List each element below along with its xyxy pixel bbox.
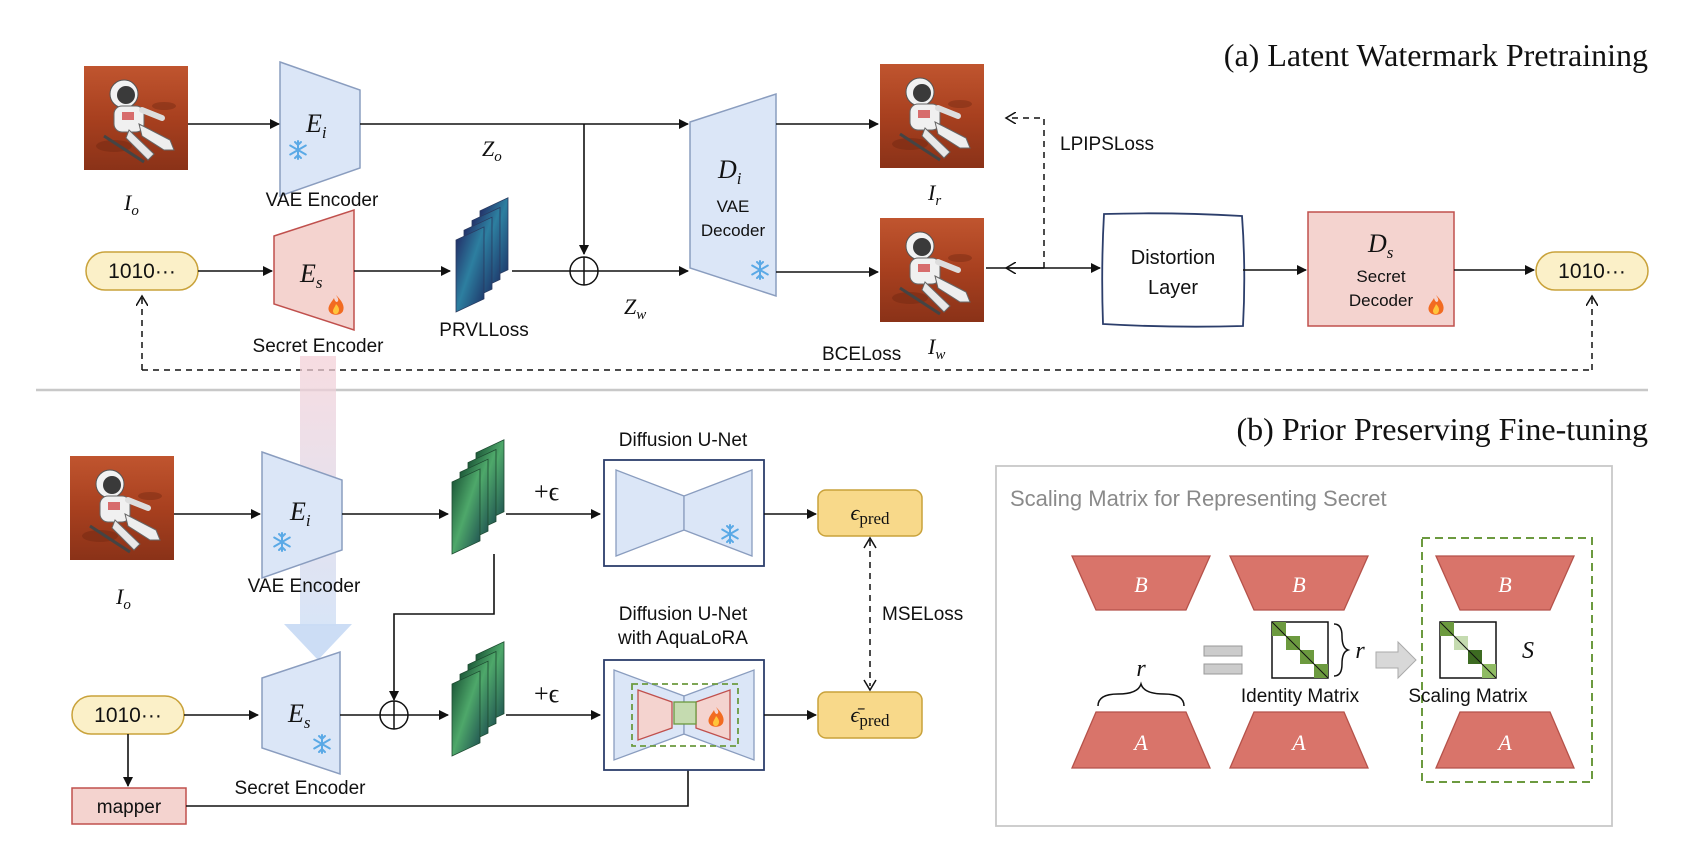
distortion-line1: Distortion <box>1131 247 1215 269</box>
scaling-title: Scaling Matrix for Representing Secret <box>1010 486 1387 511</box>
lora-a-matrix <box>1071 711 1211 769</box>
mapper-text: mapper <box>97 797 162 818</box>
lora-a-matrix-2 <box>1229 711 1369 769</box>
section-a-title: (a) Latent Watermark Pretraining <box>1224 37 1648 73</box>
unet-title: Diffusion U-Net <box>619 430 748 451</box>
xor-sum-icon <box>379 700 409 730</box>
lora-a-matrix-3 <box>1435 711 1575 769</box>
secret-output-a-text: 1010··· <box>1558 260 1626 283</box>
eps-pred-box <box>817 489 923 537</box>
vae-decoder <box>689 92 777 298</box>
lora-b-matrix-3 <box>1434 555 1576 611</box>
equals-icon <box>1203 645 1243 675</box>
a-label-1: A <box>1132 730 1148 755</box>
secret-encoder-a-caption: Secret Encoder <box>253 336 385 357</box>
vae-encoder-a-caption: VAE Encoder <box>266 190 379 211</box>
identity-matrix <box>1271 621 1329 679</box>
label-zo: Zo <box>482 136 502 165</box>
a-label-2: A <box>1290 730 1306 755</box>
secret-input-b-text: 1010··· <box>94 704 162 727</box>
distortion-layer <box>1101 212 1246 328</box>
vae-encoder-a <box>279 60 361 198</box>
vae-encoder-a-symbol: Ei <box>305 109 327 142</box>
secret-encoder-a-symbol: Es <box>299 259 323 292</box>
unet2-line2: with AquaLoRA <box>617 628 748 649</box>
identity-caption: Identity Matrix <box>1241 686 1360 707</box>
b-label-3: B <box>1498 572 1511 597</box>
feature-map-icon <box>451 641 505 757</box>
label-mse: MSELoss <box>882 604 963 625</box>
secret-decoder-line2: Decoder <box>1349 291 1414 310</box>
eps-pred-text: ϵpred <box>850 500 890 528</box>
lora-b-matrix <box>1070 555 1212 611</box>
b-label-1: B <box>1134 572 1147 597</box>
label-lpips: LPIPSLoss <box>1060 134 1154 155</box>
r-label-1: r <box>1136 656 1146 682</box>
b-label-2: B <box>1292 572 1305 597</box>
reconstructed-image <box>880 64 984 168</box>
vae-encoder-b-caption: VAE Encoder <box>248 576 361 597</box>
label-prvl: PRVLLoss <box>439 320 528 341</box>
label-bce: BCELoss <box>822 344 901 365</box>
feature-map-icon <box>451 439 505 555</box>
secret-decoder-line1: Secret <box>1356 267 1405 286</box>
label-zw: Zw <box>624 294 646 323</box>
lora-b-matrix-2 <box>1228 555 1370 611</box>
lora-region <box>631 683 739 747</box>
watermarked-image <box>880 218 984 322</box>
secret-decoder-symbol: Ds <box>1367 229 1394 262</box>
input-image-b <box>70 456 174 560</box>
vae-decoder-line1: VAE <box>717 197 750 216</box>
weight-transfer-arrowhead <box>284 624 352 660</box>
xor-sum-icon <box>569 256 599 286</box>
unet2-line1: Diffusion U-Net <box>619 604 748 625</box>
distortion-line2: Layer <box>1148 277 1198 299</box>
noise-label-1: +ϵ <box>534 477 559 506</box>
scaling-block <box>673 701 697 725</box>
label-io-a: Io <box>123 190 139 219</box>
noise-label-2: +ϵ <box>534 679 559 708</box>
label-ir: Ir <box>927 180 941 209</box>
secret-encoder-b-caption: Secret Encoder <box>235 778 367 799</box>
secret-encoder-b-symbol: Es <box>287 699 311 732</box>
secret-input-a-text: 1010··· <box>108 260 176 283</box>
secret-output-a <box>1535 251 1649 291</box>
gray-arrow-icon <box>1375 640 1417 680</box>
input-image-a <box>84 66 188 170</box>
label-io-b: Io <box>115 584 131 613</box>
s-label: S <box>1522 638 1534 664</box>
eps-bar-box <box>817 691 923 739</box>
feature-map-icon <box>455 197 509 313</box>
vae-encoder-b-symbol: Ei <box>289 497 311 530</box>
label-iw: Iw <box>927 334 945 363</box>
vae-decoder-symbol: Di <box>717 155 742 188</box>
vae-decoder-line2: Decoder <box>701 221 766 240</box>
scaling-highlight <box>1421 537 1593 783</box>
scaling-matrix <box>1439 621 1497 679</box>
r-label-2: r <box>1355 638 1365 664</box>
a-label-3: A <box>1496 730 1512 755</box>
scaling-caption: Scaling Matrix <box>1408 686 1528 707</box>
section-b-title: (b) Prior Preserving Fine-tuning <box>1237 411 1649 447</box>
mapper-box <box>71 787 187 825</box>
